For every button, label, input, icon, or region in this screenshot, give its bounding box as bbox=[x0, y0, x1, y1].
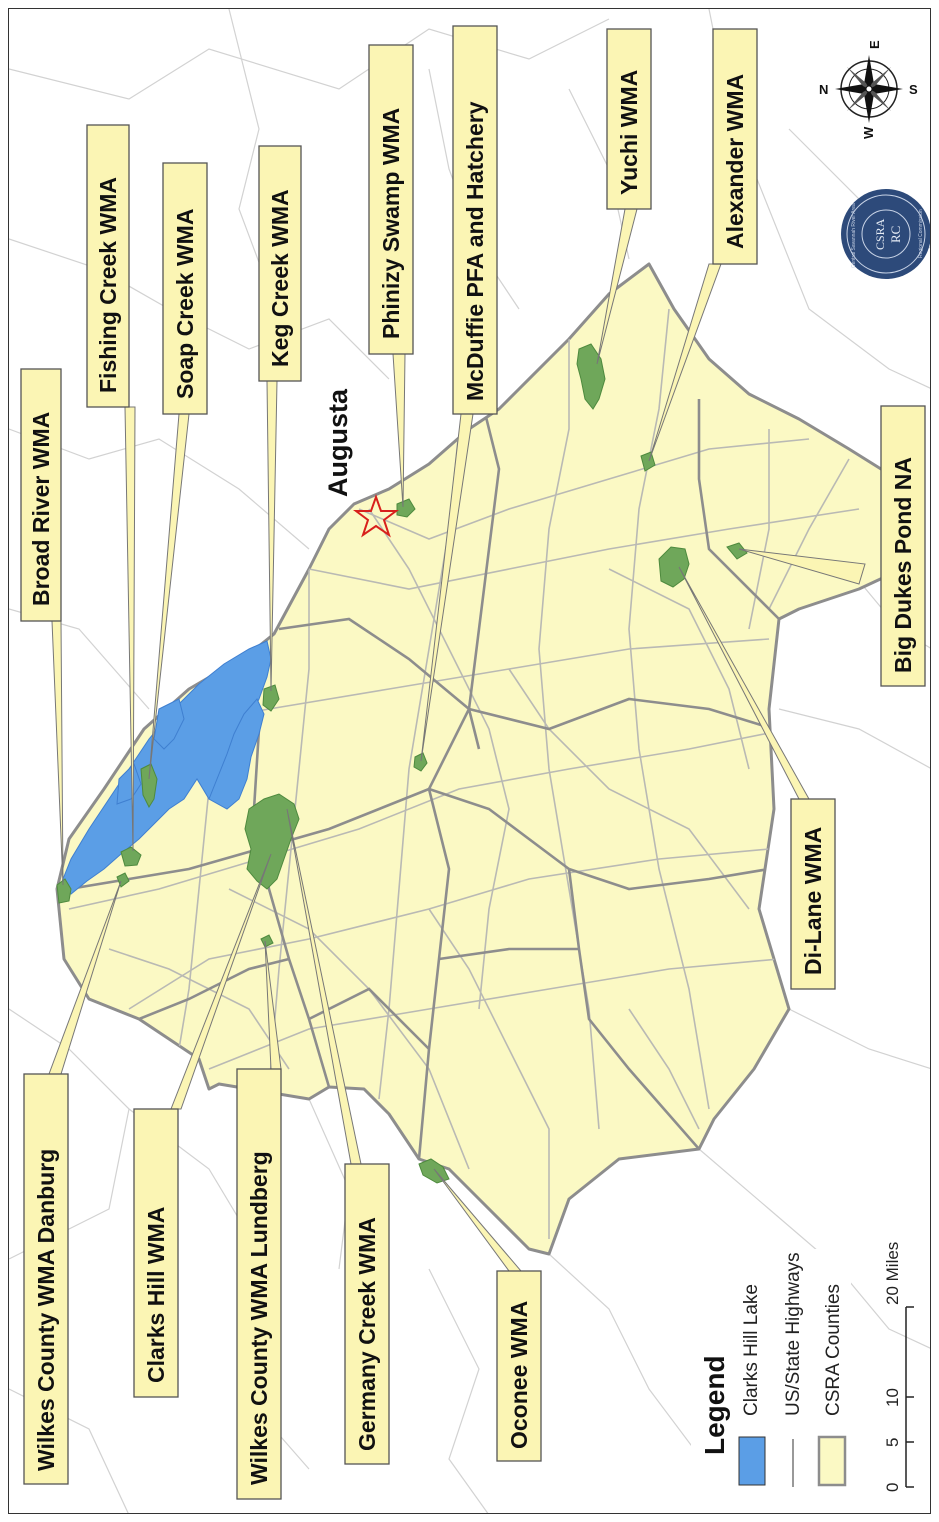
wma-big-dukes bbox=[726, 542, 748, 560]
label-phinizy-text: Phinizy Swamp WMA bbox=[378, 108, 404, 339]
wma-alexander bbox=[640, 451, 656, 472]
label-oconee: Oconee WMA bbox=[496, 1270, 542, 1462]
label-clarks-hill-text: Clarks Hill WMA bbox=[143, 1207, 169, 1383]
city-label: Augusta bbox=[323, 388, 353, 497]
compass-rose: N E S W bbox=[819, 40, 918, 139]
wma-clarks-hill bbox=[244, 793, 300, 890]
label-alexander-text: Alexander WMA bbox=[722, 74, 748, 249]
map-frame: Broad River WMA Fishing Creek WMA Soap C… bbox=[8, 8, 931, 1514]
scale-tick-0: 0 bbox=[883, 1483, 902, 1492]
compass-east: E bbox=[867, 40, 882, 49]
label-wilkes-lundberg: Wilkes County WMA Lundberg bbox=[236, 1068, 282, 1500]
label-oconee-text: Oconee WMA bbox=[506, 1301, 532, 1449]
wma-di-lane bbox=[658, 546, 690, 588]
seal-top-text: Central Savannah River Area bbox=[851, 203, 857, 268]
clarks-hill-lake bbox=[58, 640, 272, 895]
label-mcduffie: McDuffie PFA and Hatchery bbox=[452, 25, 498, 415]
scale-tick-5: 5 bbox=[883, 1438, 902, 1447]
label-keg-creek: Keg Creek WMA bbox=[258, 145, 302, 382]
map-canvas: Broad River WMA Fishing Creek WMA Soap C… bbox=[9, 9, 930, 1513]
label-soap-creek: Soap Creek WMA bbox=[162, 162, 208, 415]
wma-keg-creek bbox=[262, 684, 280, 712]
label-germany-creek: Germany Creek WMA bbox=[344, 1163, 390, 1465]
label-yuchi-text: Yuchi WMA bbox=[616, 70, 642, 195]
label-phinizy: Phinizy Swamp WMA bbox=[368, 44, 414, 355]
label-di-lane-text: Di-Lane WMA bbox=[800, 827, 826, 975]
compass-south: S bbox=[909, 82, 918, 97]
label-keg-creek-text: Keg Creek WMA bbox=[267, 189, 293, 367]
label-clarks-hill: Clarks Hill WMA bbox=[133, 1108, 179, 1398]
label-wilkes-lundberg-text: Wilkes County WMA Lundberg bbox=[246, 1151, 272, 1485]
seal-bottom-text: Regional Commission bbox=[918, 209, 924, 258]
label-broad-river-text: Broad River WMA bbox=[28, 412, 54, 606]
wma-oconee bbox=[418, 1158, 450, 1184]
legend: Legend Clarks Hill Lake US/State Highway… bbox=[691, 1249, 851, 1513]
wma-broad-river bbox=[56, 878, 72, 904]
wma-phinizy bbox=[396, 498, 416, 518]
augusta-marker: Augusta bbox=[323, 388, 399, 538]
label-wilkes-danburg-text: Wilkes County WMA Danburg bbox=[33, 1149, 59, 1471]
label-fishing-creek: Fishing Creek WMA bbox=[86, 124, 130, 408]
wma-areas bbox=[56, 343, 748, 1184]
scale-bar: 0 5 10 20 Miles bbox=[883, 1242, 914, 1492]
legend-item-counties: CSRA Counties bbox=[823, 1284, 844, 1416]
label-broad-river: Broad River WMA bbox=[20, 368, 62, 622]
seal-center-top: CSRA bbox=[873, 218, 887, 250]
legend-swatch-lake bbox=[738, 1436, 766, 1486]
legend-swatch-counties bbox=[817, 1435, 847, 1487]
label-mcduffie-text: McDuffie PFA and Hatchery bbox=[462, 101, 488, 401]
wma-lundberg bbox=[260, 934, 274, 948]
legend-title: Legend bbox=[699, 1355, 730, 1455]
label-soap-creek-text: Soap Creek WMA bbox=[172, 209, 198, 399]
label-wilkes-danburg: Wilkes County WMA Danburg bbox=[23, 1073, 69, 1485]
wma-fishing-creek bbox=[120, 846, 142, 867]
leader-lines bbox=[48, 208, 866, 1272]
legend-item-lake: Clarks Hill Lake bbox=[741, 1284, 762, 1416]
seal-center-bottom: RC bbox=[888, 226, 903, 243]
city-star-icon bbox=[353, 494, 399, 538]
compass-north: N bbox=[819, 82, 828, 97]
legend-item-highway: US/State Highways bbox=[783, 1252, 804, 1416]
label-yuchi: Yuchi WMA bbox=[606, 28, 652, 210]
label-alexander: Alexander WMA bbox=[712, 28, 758, 265]
label-germany-creek-text: Germany Creek WMA bbox=[354, 1217, 380, 1451]
label-big-dukes: Big Dukes Pond NA bbox=[880, 405, 926, 687]
label-fishing-creek-text: Fishing Creek WMA bbox=[95, 177, 121, 393]
csra-seal: CSRA RC Central Savannah River Area Regi… bbox=[841, 189, 930, 279]
scale-tick-10: 10 bbox=[883, 1388, 902, 1407]
scale-tick-20: 20 Miles bbox=[883, 1242, 902, 1305]
label-di-lane: Di-Lane WMA bbox=[790, 798, 836, 990]
compass-west: W bbox=[861, 126, 876, 139]
wma-labels: Broad River WMA Fishing Creek WMA Soap C… bbox=[20, 25, 926, 1500]
label-big-dukes-text: Big Dukes Pond NA bbox=[890, 457, 916, 673]
